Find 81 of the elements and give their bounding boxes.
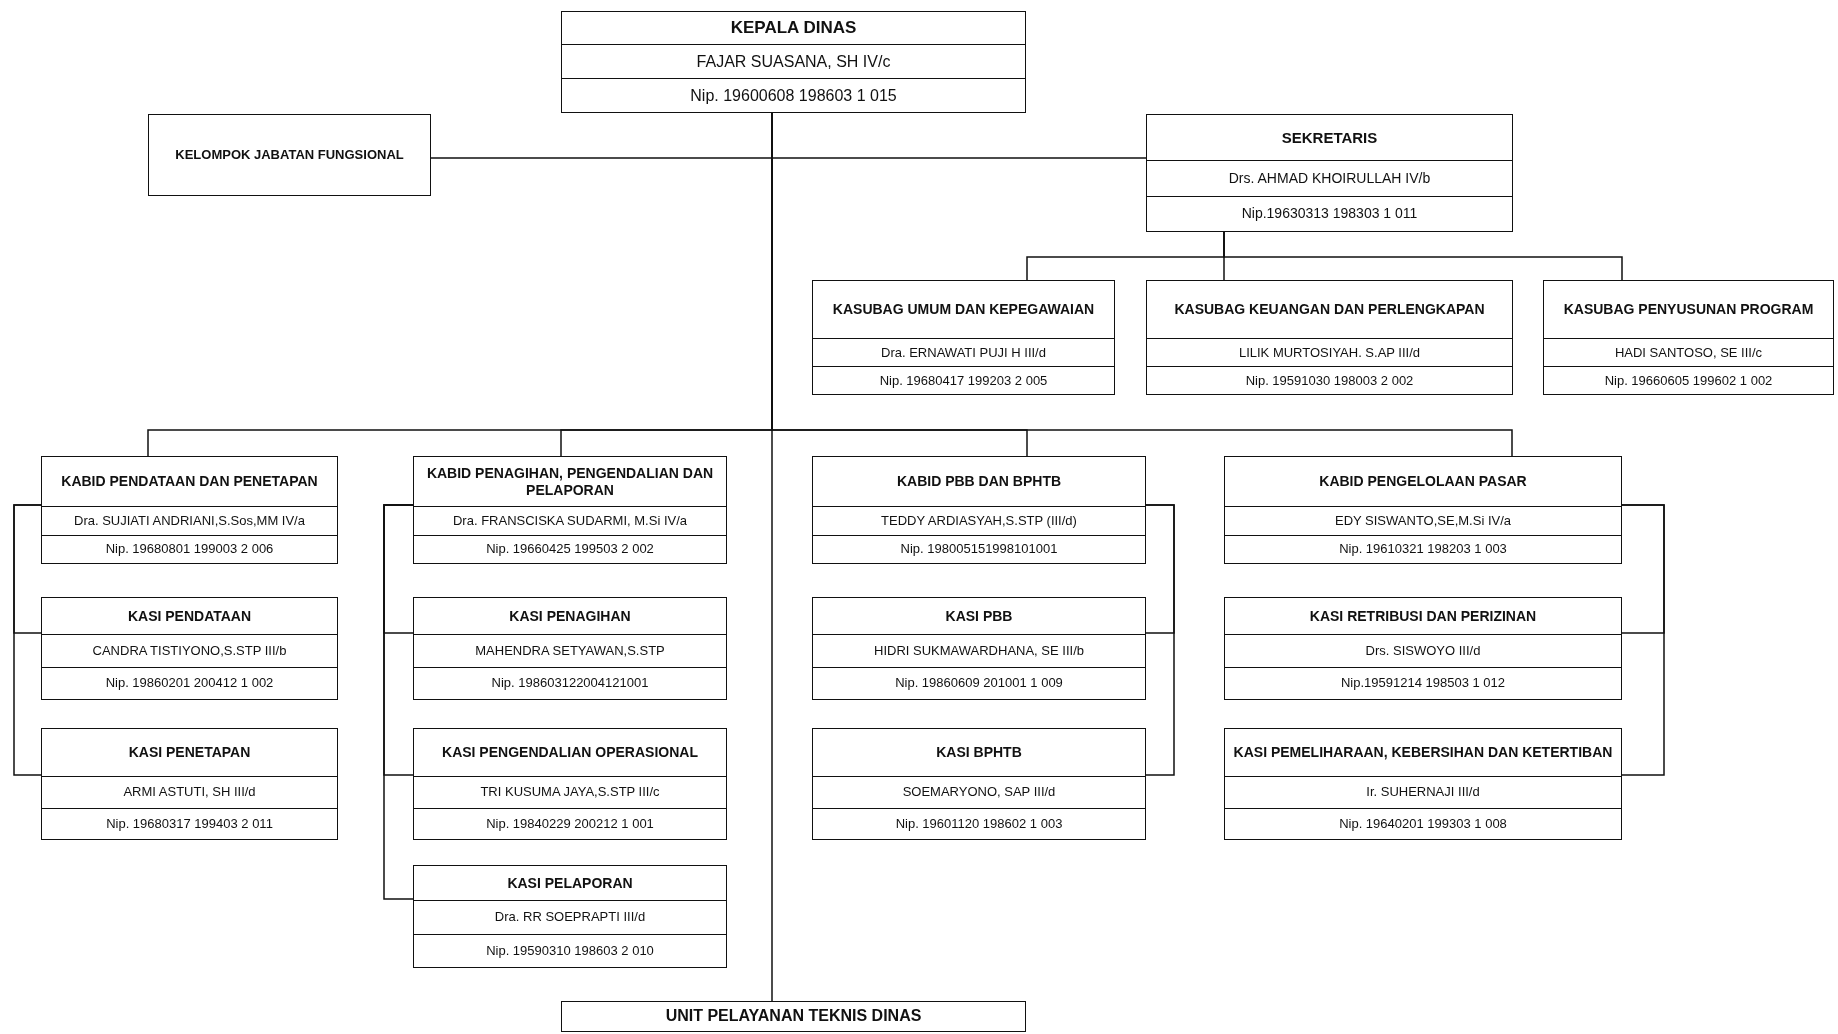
employee-id: Nip. 19601120 198602 1 003 (813, 807, 1145, 839)
position-title: KABID PENDATAAN DAN PENETAPAN (60, 472, 319, 492)
official-name: MAHENDRA SETYAWAN,S.STP (414, 634, 726, 667)
employee-id: Nip. 19680317 199403 2 011 (42, 807, 337, 839)
official-name: LILIK MURTOSIYAH. S.AP III/d (1147, 338, 1512, 366)
position-box (561, 1001, 1026, 1032)
position-box (41, 728, 338, 840)
position-box (1224, 728, 1622, 840)
position-title: KASI RETRIBUSI DAN PERIZINAN (1308, 606, 1538, 626)
position-box (812, 597, 1146, 700)
position-box (1543, 280, 1834, 395)
position-box (413, 456, 727, 564)
employee-id: Nip. 19860609 201001 1 009 (813, 666, 1145, 699)
connector-line (1621, 504, 1665, 776)
unit-title: KELOMPOK JABATAN FUNGSIONAL (174, 145, 405, 164)
official-name: ARMI ASTUTI, SH III/d (42, 776, 337, 808)
official-name: HADI SANTOSO, SE III/c (1544, 338, 1833, 366)
position-box (1146, 280, 1513, 395)
position-title: KASI PENETAPAN (127, 743, 252, 763)
employee-id: Nip. 19610321 198203 1 003 (1225, 534, 1621, 563)
official-name: EDY SISWANTO,SE,M.Si IV/a (1225, 506, 1621, 535)
unit-title: UNIT PELAYANAN TEKNIS DINAS (664, 1006, 923, 1027)
position-box (561, 11, 1026, 113)
position-box (41, 456, 338, 564)
official-name: TRI KUSUMA JAYA,S.STP III/c (414, 776, 726, 808)
connector-line (13, 504, 42, 776)
position-title: KASUBAG PENYUSUNAN PROGRAM (1562, 300, 1815, 320)
official-name: Dra. FRANSCISKA SUDARMI, M.Si IV/a (414, 506, 726, 535)
employee-id: Nip. 19590310 198603 2 010 (414, 933, 726, 967)
official-name: Ir. SUHERNAJI III/d (1225, 776, 1621, 808)
position-title: KASI PENAGIHAN (508, 606, 632, 626)
position-title: KASI PBB (944, 606, 1014, 626)
employee-id: Nip. 19680801 199003 2 006 (42, 534, 337, 563)
connector-line (1145, 504, 1175, 776)
employee-id: Nip. 19840229 200212 1 001 (414, 807, 726, 839)
position-box (1224, 456, 1622, 564)
connector-line (383, 504, 414, 900)
connector-line (1223, 231, 1623, 281)
position-box (413, 865, 727, 968)
position-box (812, 456, 1146, 564)
position-title: KEPALA DINAS (729, 16, 858, 39)
position-box (1146, 114, 1513, 232)
official-name: TEDDY ARDIASYAH,S.STP (III/d) (813, 506, 1145, 535)
employee-id: Nip. 19860201 200412 1 002 (42, 666, 337, 699)
position-title: KABID PENAGIHAN, PENGENDALIAN DAN PELAPORAN (425, 463, 715, 500)
official-name: CANDRA TISTIYONO,S.STP III/b (42, 634, 337, 667)
official-name: Drs. AHMAD KHOIRULLAH IV/b (1147, 160, 1512, 196)
position-title: KASI PENDATAAN (126, 606, 253, 626)
position-title: KASI BPHTB (935, 743, 1023, 763)
official-name: SOEMARYONO, SAP III/d (813, 776, 1145, 808)
employee-id: Nip. 198005151998101001 (813, 534, 1145, 563)
employee-id: Nip.19591214 198503 1 012 (1225, 666, 1621, 699)
official-name: Drs. SISWOYO III/d (1225, 634, 1621, 667)
position-title: KASUBAG KEUANGAN DAN PERLENGKAPAN (1173, 300, 1486, 320)
employee-id: Nip. 19660605 199602 1 002 (1544, 366, 1833, 394)
position-title: KABID PBB DAN BPHTB (895, 472, 1063, 492)
position-title: SEKRETARIS (1280, 127, 1379, 148)
position-box (413, 728, 727, 840)
position-box (148, 114, 431, 196)
employee-id: Nip. 19680417 199203 2 005 (813, 366, 1114, 394)
official-name: Dra. RR SOEPRAPTI III/d (414, 900, 726, 934)
official-name: Dra. SUJIATI ANDRIANI,S.Sos,MM IV/a (42, 506, 337, 535)
position-title: KASI PELAPORAN (506, 873, 634, 893)
position-title: KASI PEMELIHARAAN, KEBERSIHAN DAN KETERTIBAN (1232, 743, 1614, 763)
official-name: HIDRI SUKMAWARDHANA, SE III/b (813, 634, 1145, 667)
employee-id: Nip. 19640201 199303 1 008 (1225, 807, 1621, 839)
position-box (1224, 597, 1622, 700)
official-name: Dra. ERNAWATI PUJI H III/d (813, 338, 1114, 366)
position-box (812, 280, 1115, 395)
employee-id: Nip. 19591030 198003 2 002 (1147, 366, 1512, 394)
position-title: KABID PENGELOLAAN PASAR (1318, 472, 1528, 492)
position-box (812, 728, 1146, 840)
employee-id: Nip. 19660425 199503 2 002 (414, 534, 726, 563)
position-title: KASI PENGENDALIAN OPERASIONAL (441, 743, 699, 763)
official-name: FAJAR SUASANA, SH IV/c (562, 44, 1025, 78)
position-box (413, 597, 727, 700)
position-box (41, 597, 338, 700)
position-title: KASUBAG UMUM DAN KEPEGAWAIAN (831, 300, 1096, 320)
employee-id: Nip. 198603122004121001 (414, 666, 726, 699)
employee-id: Nip. 19600608 198603 1 015 (562, 78, 1025, 112)
employee-id: Nip.19630313 198303 1 011 (1147, 195, 1512, 231)
